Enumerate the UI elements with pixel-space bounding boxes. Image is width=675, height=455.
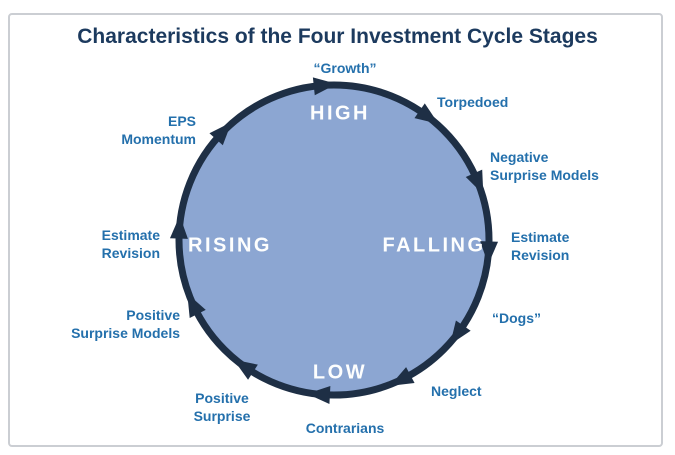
label-neglect: Neglect [431,383,482,399]
stage-high: HIGH [310,102,370,125]
label-dogs: “Dogs” [492,310,541,326]
arrow-contrarians [306,386,331,404]
arrow-estimate-revision-right [480,241,499,265]
figure-title: Characteristics of the Four Investment C… [77,25,598,48]
arrow-neglect [390,367,415,386]
arrow-estimate-revision-left [169,215,188,239]
label-estimate-revision-left: Estimate Revision [101,227,160,261]
label-estimate-revision-right: Estimate Revision [511,229,570,263]
label-contrarians: Contrarians [305,420,385,436]
arrow-eps-momentum [209,122,232,146]
label-positive-surprise: Positive Surprise [193,390,251,424]
arrow-torpedoed [414,103,439,124]
stage-falling: FALLING [382,234,486,257]
label-eps-momentum: EPS Momentum [121,113,196,147]
label-growth: “Growth” [313,60,377,76]
stage-low: LOW [312,361,368,384]
arrow-dogs [450,320,471,345]
cycle-arrows [169,77,499,404]
label-torpedoed: Torpedoed [437,94,509,110]
stage-rising: RISING [188,234,272,257]
label-positive-surprise-models: Positive Surprise Models [71,307,180,341]
arrow-positive-surprise [233,359,258,380]
arrow-growth [312,77,337,96]
arrow-positive-surprise-models [187,293,206,319]
label-negative-surprise-models: Negative Surprise Models [490,149,599,183]
arrow-negative-surprise-models [465,169,484,195]
